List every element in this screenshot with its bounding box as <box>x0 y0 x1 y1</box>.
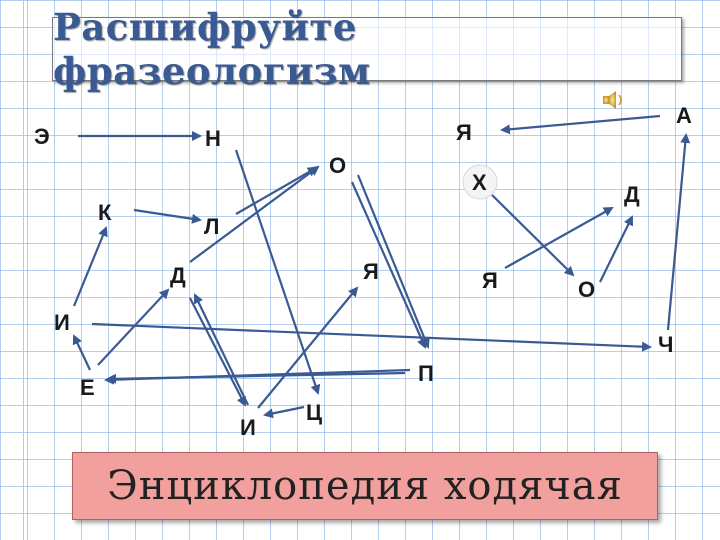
arrow-e-i <box>72 334 91 371</box>
arrow-h-o <box>491 194 575 277</box>
arrow-l-o <box>235 167 318 215</box>
node-d-right: Д <box>624 182 640 207</box>
arrow-i-d <box>193 293 249 406</box>
arrow-i2-ya <box>257 286 359 409</box>
node-l: Л <box>204 214 219 239</box>
node-e-bottom: Е <box>80 375 95 400</box>
title-box: Расшифруйте фразеологизм <box>52 5 682 93</box>
node-o-top: О <box>329 153 346 178</box>
node-k: К <box>98 200 112 225</box>
node-h: Х <box>472 170 487 195</box>
node-ts: Ц <box>306 400 322 425</box>
arrow-k-l <box>133 208 202 224</box>
node-e: Э <box>34 124 50 149</box>
node-i-bottom: И <box>240 415 256 440</box>
arrow-ch-a <box>666 133 691 331</box>
node-ch: Ч <box>658 332 673 357</box>
arrow-n-ts <box>234 149 321 395</box>
arrow-o-p2 <box>350 181 427 349</box>
arrow-d-i2 <box>189 297 246 407</box>
arrow-ts-i <box>263 405 305 419</box>
arrow-i-k <box>72 226 108 307</box>
node-a: А <box>676 103 692 128</box>
arrow-i1-ch <box>91 322 652 352</box>
node-o-right: О <box>578 277 595 302</box>
arrow-a-ya <box>500 114 661 135</box>
page-title: Расшифруйте фразеологизм <box>53 5 371 93</box>
answer-text: Энциклопедия ходячая <box>107 463 623 509</box>
answer-box[interactable]: Энциклопедия ходячая <box>72 452 658 520</box>
arrow-p-e2 <box>106 371 406 384</box>
node-ya-mid: Я <box>363 259 379 284</box>
node-ya-top: Я <box>456 120 472 145</box>
node-n: Н <box>205 126 221 151</box>
node-p: П <box>418 361 434 386</box>
node-d-left: Д <box>170 263 186 288</box>
arrow-e-d <box>97 288 170 366</box>
arrow-ya-d <box>504 207 614 269</box>
node-x-bubble <box>462 164 498 200</box>
arrow-o-d <box>599 215 633 283</box>
arrow-o-p <box>356 174 430 349</box>
node-i-left: И <box>54 310 70 335</box>
arrow-d-o <box>189 165 320 263</box>
speaker-icon[interactable] <box>603 91 622 109</box>
node-ya-right: Я <box>482 268 498 293</box>
